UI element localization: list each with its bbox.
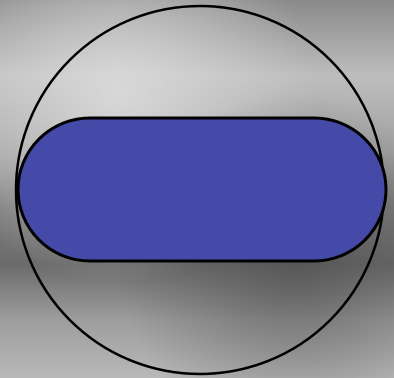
filled-capsule — [18, 118, 386, 261]
